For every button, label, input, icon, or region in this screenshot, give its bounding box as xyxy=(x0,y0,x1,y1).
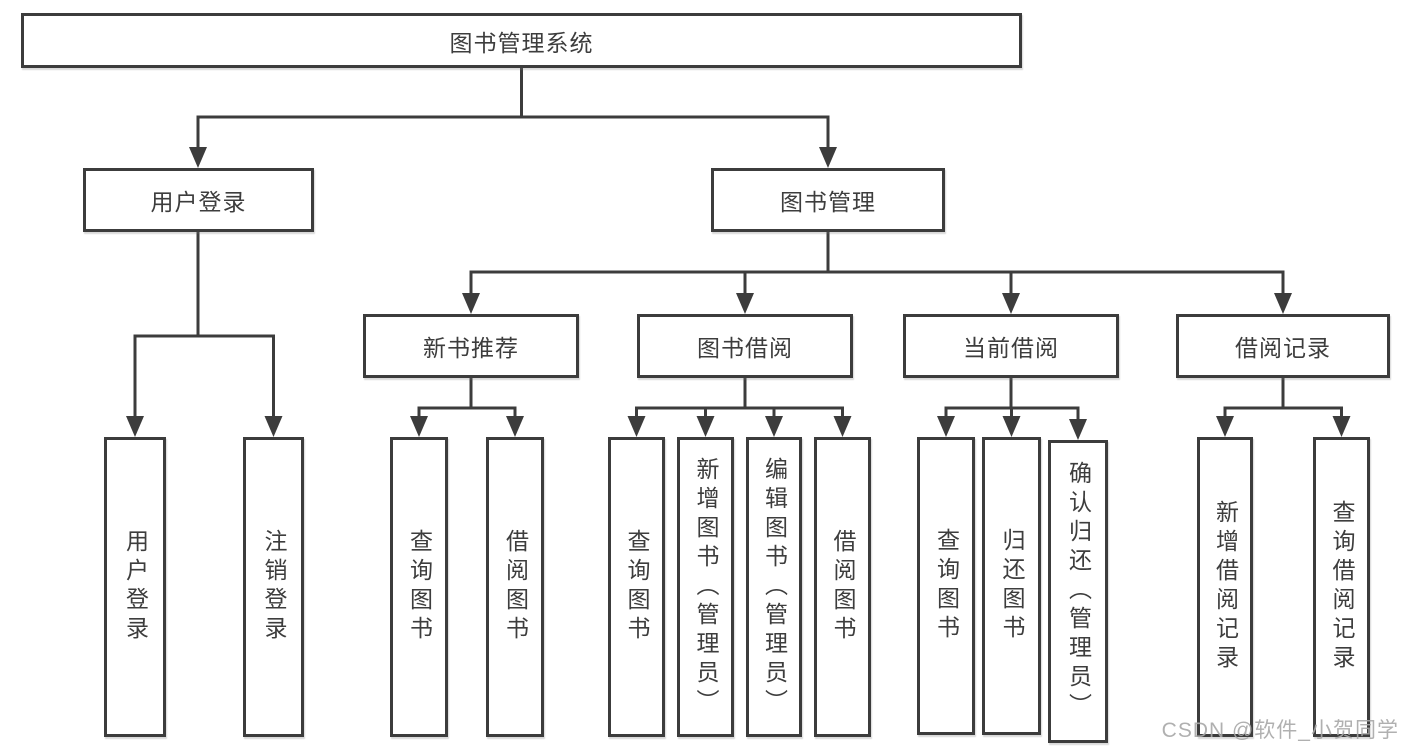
node-bb-edit-books: 编辑图书（管理员） xyxy=(746,437,802,737)
node-br-query-record: 查询借阅记录 xyxy=(1313,437,1370,737)
node-cb-confirm-return: 确认归还（管理员） xyxy=(1048,440,1108,743)
node-logout: 注销登录 xyxy=(243,437,304,737)
node-label: 图书管理系统 xyxy=(449,29,594,56)
node-label: 新增借阅记录 xyxy=(1212,500,1239,674)
node-bb-borrow-books: 借阅图书 xyxy=(814,437,871,737)
node-rec-query-books: 查询图书 xyxy=(390,437,448,737)
node-new-book-rec: 新书推荐 xyxy=(363,314,579,378)
node-label: 查询图书 xyxy=(406,529,433,645)
csdn-watermark: CSDN @软件_小贺同学 xyxy=(1161,719,1399,742)
node-current-borrow: 当前借阅 xyxy=(903,314,1119,378)
node-label: 当前借阅 xyxy=(963,335,1059,361)
node-cb-query-books: 查询图书 xyxy=(917,437,975,735)
node-label: 借阅图书 xyxy=(830,529,856,645)
node-br-add-record: 新增借阅记录 xyxy=(1197,437,1253,737)
node-label: 图书借阅 xyxy=(697,335,793,361)
node-borrow-records: 借阅记录 xyxy=(1176,314,1390,378)
node-label: 借阅记录 xyxy=(1235,335,1331,361)
node-label: 借阅图书 xyxy=(502,529,529,645)
node-label: 编辑图书（管理员） xyxy=(761,456,788,718)
node-rec-borrow-books: 借阅图书 xyxy=(486,437,544,737)
node-bb-add-books: 新增图书（管理员） xyxy=(677,437,734,737)
node-root: 图书管理系统 xyxy=(21,13,1022,68)
node-book-borrow: 图书借阅 xyxy=(637,314,853,378)
node-label: 用户登录 xyxy=(122,529,149,645)
node-label: 用户登录 xyxy=(150,189,247,215)
node-label: 查询图书 xyxy=(933,528,960,644)
node-label: 新书推荐 xyxy=(423,335,519,361)
node-label: 归还图书 xyxy=(999,528,1025,644)
node-label: 新增图书（管理员） xyxy=(693,456,719,718)
node-user-login: 用户登录 xyxy=(83,168,314,232)
node-label: 图书管理 xyxy=(780,189,876,215)
node-label: 确认归还（管理员） xyxy=(1065,461,1092,722)
node-book-mgmt: 图书管理 xyxy=(711,168,945,232)
node-bb-query-books: 查询图书 xyxy=(608,437,665,737)
node-label: 查询借阅记录 xyxy=(1329,500,1355,674)
node-label: 注销登录 xyxy=(261,529,287,645)
node-label: 查询图书 xyxy=(624,529,650,645)
node-login: 用户登录 xyxy=(104,437,166,737)
node-cb-return-books: 归还图书 xyxy=(982,437,1041,735)
